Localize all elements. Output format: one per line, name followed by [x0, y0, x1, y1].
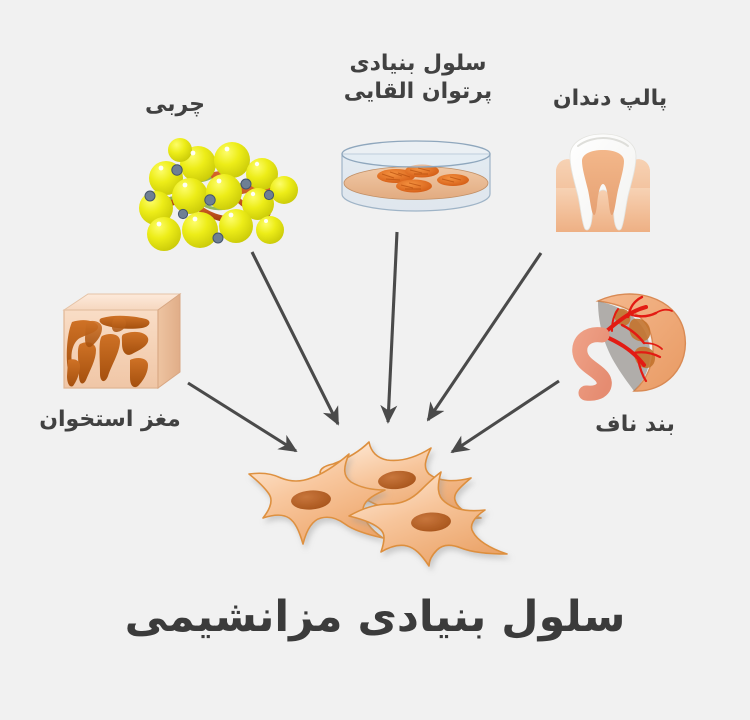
umbilical-cord-icon	[572, 283, 692, 401]
mesenchymal-stem-cells-icon	[245, 438, 515, 568]
page-title: سلول بنیادی مزانشیمی	[124, 592, 626, 642]
label-umbilical-cord: بند ناف	[595, 412, 675, 437]
tooth-icon	[548, 128, 658, 240]
arrow-adipose-to-msc	[250, 251, 340, 426]
label-dental-pulp: پالپ دندان	[552, 86, 668, 111]
petri-dish-icon	[336, 138, 496, 230]
bone-marrow-cube-icon	[58, 288, 186, 400]
arrow-dental-pulp-to-msc	[426, 252, 543, 422]
arrow-ipsc-to-msc	[380, 231, 399, 424]
label-bone-marrow: مغز استخوان	[39, 407, 181, 432]
label-ipsc: سلول بنیادی پرتوان القایی	[343, 51, 493, 105]
adipose-tissue-icon	[136, 134, 298, 254]
label-adipose: چربی	[144, 92, 206, 117]
